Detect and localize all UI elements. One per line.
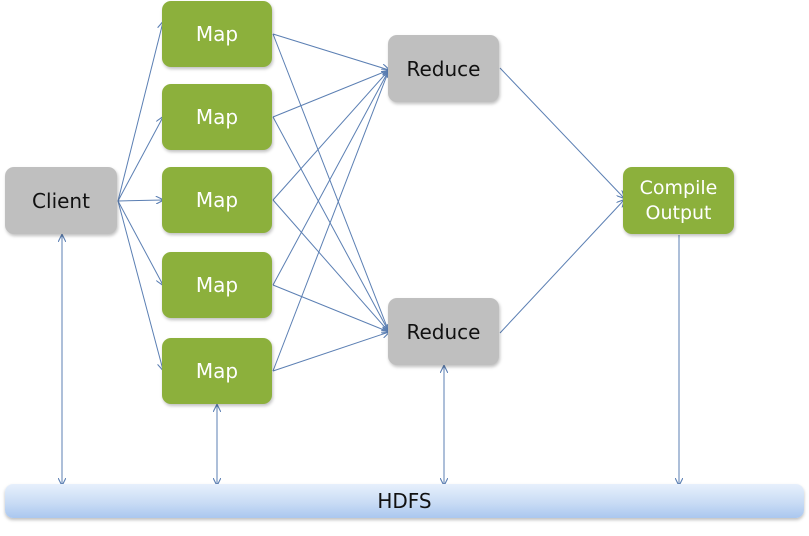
compile-output-label-line1: Compile xyxy=(639,176,718,199)
edge-map-1-to-reduce-2 xyxy=(272,33,389,332)
edge-client-to-map-3 xyxy=(117,200,163,201)
reduce-node-2: Reduce xyxy=(388,298,499,365)
map-node-1: Map xyxy=(162,1,272,67)
edge-reduce-1-to-compile xyxy=(499,67,624,198)
map-label-5: Map xyxy=(195,359,239,383)
edge-map-4-to-reduce-2 xyxy=(272,284,389,332)
hdfs-label: HDFS xyxy=(377,489,432,513)
edge-map-2-to-reduce-1 xyxy=(272,70,389,118)
edge-map-3-to-reduce-1 xyxy=(272,70,389,201)
client-node: Client xyxy=(5,167,117,234)
client-label: Client xyxy=(32,188,90,213)
edge-map-3-to-reduce-2 xyxy=(272,199,389,332)
edge-map-1-to-reduce-1 xyxy=(272,33,389,70)
edge-client-to-map-1 xyxy=(117,22,163,202)
map-node-3: Map xyxy=(162,167,272,233)
map-label-4: Map xyxy=(195,273,239,297)
edge-client-to-map-2 xyxy=(117,117,163,202)
edge-map-5-to-reduce-2 xyxy=(272,332,389,372)
reduce-label-1: Reduce xyxy=(406,56,481,81)
compile-output-node: Compile Output xyxy=(623,167,734,234)
edge-client-to-map-5 xyxy=(117,200,163,370)
edge-client-to-map-4 xyxy=(117,200,163,285)
edge-reduce-2-to-compile xyxy=(499,200,624,334)
map-label-3: Map xyxy=(195,188,239,212)
hdfs-bar: HDFS xyxy=(5,484,804,518)
compile-output-label-line2: Output xyxy=(645,201,712,224)
map-node-5: Map xyxy=(162,338,272,404)
map-node-2: Map xyxy=(162,84,272,150)
map-label-2: Map xyxy=(195,105,239,129)
edge-map-2-to-reduce-2 xyxy=(272,116,389,332)
reduce-node-1: Reduce xyxy=(388,35,499,102)
map-label-1: Map xyxy=(195,22,239,46)
edge-map-4-to-reduce-1 xyxy=(272,70,389,286)
reduce-label-2: Reduce xyxy=(406,319,481,344)
edge-map-5-to-reduce-1 xyxy=(272,70,389,372)
map-node-4: Map xyxy=(162,252,272,318)
